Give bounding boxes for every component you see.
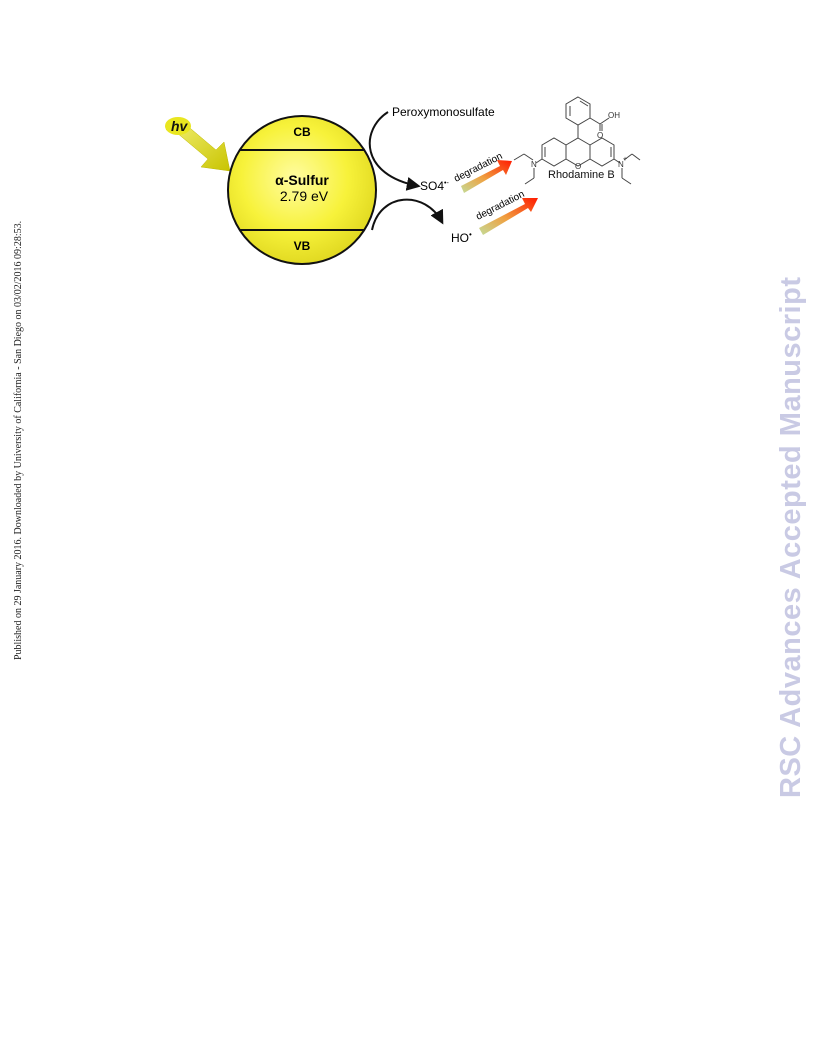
- right-amine-label: N: [618, 160, 624, 169]
- degradation-arrow-upper: [461, 160, 512, 193]
- left-amine-label: N: [531, 160, 537, 169]
- ring-oxygen-label: O: [575, 162, 581, 171]
- hydroxyl-formation-arrow: [371, 198, 444, 231]
- sulfur-sphere: [227, 115, 377, 265]
- iminium-charge-label: +: [623, 156, 627, 163]
- material-label: α-Sulfur: [275, 172, 329, 188]
- rhodamine-b-structure: [513, 96, 641, 185]
- cb-label: CB: [293, 125, 311, 139]
- carboxyl-oh-label: OH: [608, 111, 620, 120]
- light-arrow: [165, 117, 231, 172]
- psm-activation-arrow: [368, 111, 421, 191]
- photocatalysis-scheme: hv CB VB α-Sulfur 2.79 eV Peroxymonosulf…: [165, 96, 641, 265]
- accepted-manuscript-watermark: RSC Advances Accepted Manuscript: [775, 276, 807, 799]
- vb-label: VB: [294, 239, 311, 253]
- carbonyl-o-label: O: [597, 131, 603, 140]
- bandgap-label: 2.79 eV: [280, 188, 329, 204]
- sulfate-radical-label: SO4•-: [420, 179, 449, 193]
- oxidant-label: Peroxymonosulfate: [392, 105, 495, 119]
- degradation-arrow-lower: [479, 198, 538, 235]
- light-label: hv: [171, 118, 189, 134]
- hydroxyl-radical-label: HO•: [451, 230, 472, 245]
- dye-label: Rhodamine B: [548, 169, 615, 181]
